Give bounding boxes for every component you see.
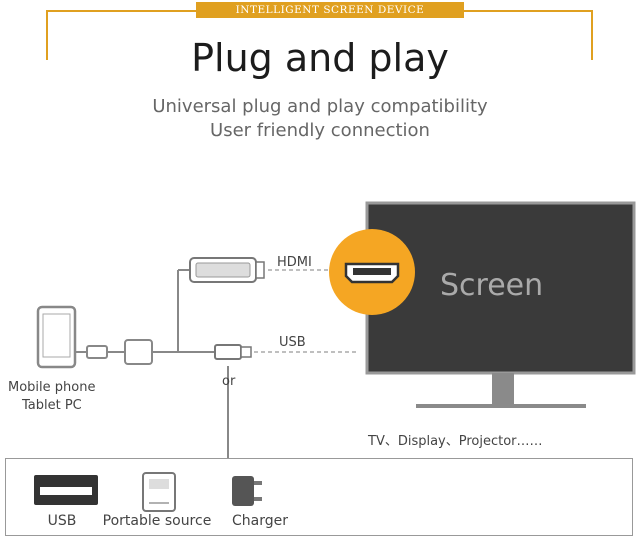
otg-adapter-icon [124,339,153,365]
device-label-line-1: Mobile phone [8,380,96,395]
device-label-line-2: Tablet PC [22,398,82,413]
charger-icon [232,476,262,506]
or-label: or [222,374,236,389]
banner-line-left [46,10,48,60]
hdmi-port-icon [329,229,415,315]
portable-source-option-label: Portable source [102,513,212,529]
hdmi-dongle-icon [189,257,265,283]
screen-label: Screen [440,268,544,303]
screen-description: TV、Display、Projector…… [368,434,543,449]
power-options-box [5,458,633,536]
cable-lines [75,269,229,458]
phone-icon [36,305,77,369]
banner-label: INTELLIGENT SCREEN DEVICE [196,2,464,18]
usb-label: USB [279,335,306,350]
subtitle-line-1: Universal plug and play compatibility [152,96,488,117]
charger-option-label: Charger [232,513,288,529]
usb-plug-icon [214,344,252,360]
banner-line-right [591,10,593,60]
usb-port-icon [34,475,98,505]
usb-option-label: USB [47,513,77,529]
micro-usb-plug-icon [86,345,108,359]
page-title: Plug and play [191,36,449,80]
subtitle-line-2: User friendly connection [210,120,430,141]
hdmi-label: HDMI [277,255,312,270]
power-bank-icon [142,472,176,512]
